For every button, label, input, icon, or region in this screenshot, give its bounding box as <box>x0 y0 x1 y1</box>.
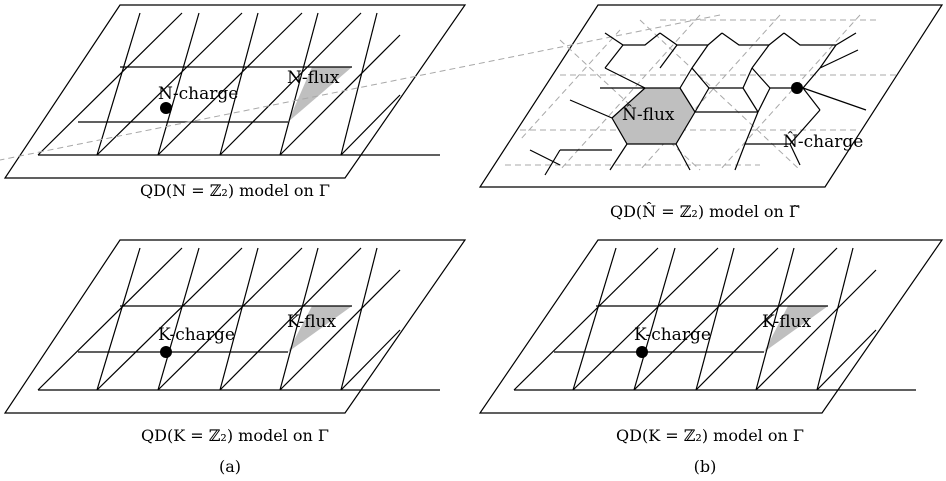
flux-label: K-flux <box>762 312 811 332</box>
panel-caption: QD(N̂ = ℤ₂) model on Γ̃ <box>610 202 800 221</box>
charge-dot <box>636 346 648 358</box>
flux-label: N-flux <box>287 68 340 88</box>
flux-label: N̂-flux <box>622 105 675 125</box>
flux-plaquette <box>764 306 828 352</box>
panel-b-bottom: K-charge K-flux QD(K = ℤ₂) model on Γ (b… <box>478 239 944 476</box>
panel-a-bottom: K-charge K-flux QD(K = ℤ₂) model on Γ (a… <box>3 239 467 476</box>
dual-lattice-dashed <box>0 14 900 171</box>
outer-plane <box>3 4 467 179</box>
charge-dot <box>160 346 172 358</box>
charge-label: N-charge <box>158 84 238 104</box>
charge-dot <box>791 82 803 94</box>
flux-plaquette <box>288 67 352 122</box>
charge-dot <box>160 102 172 114</box>
subfigure-label: (a) <box>219 457 241 476</box>
flux-label: K-flux <box>287 312 336 332</box>
triangular-lattice <box>37 12 440 156</box>
panel-caption: QD(K = ℤ₂) model on Γ <box>141 426 329 445</box>
outer-plane <box>3 239 467 414</box>
outer-plane <box>478 4 944 188</box>
panel-caption: QD(N = ℤ₂) model on Γ <box>140 181 330 200</box>
subfigure-label: (b) <box>694 457 717 476</box>
panel-caption: QD(K = ℤ₂) model on Γ <box>616 426 804 445</box>
charge-label: N̂-charge <box>783 132 863 152</box>
charge-label: K-charge <box>634 325 711 345</box>
flux-plaquette <box>288 306 352 352</box>
triangular-lattice <box>513 247 916 391</box>
triangular-lattice <box>37 247 440 391</box>
flux-plaquette <box>612 88 695 144</box>
charge-label: K-charge <box>158 325 235 345</box>
panel-a-top: N-charge N-flux QD(N = ℤ₂) model on Γ <box>3 4 467 200</box>
outer-plane <box>478 239 944 414</box>
honeycomb-lattice <box>529 32 867 176</box>
panel-b-top: N̂-flux N̂-charge QD(N̂ = ℤ₂) model on Γ… <box>0 4 944 221</box>
